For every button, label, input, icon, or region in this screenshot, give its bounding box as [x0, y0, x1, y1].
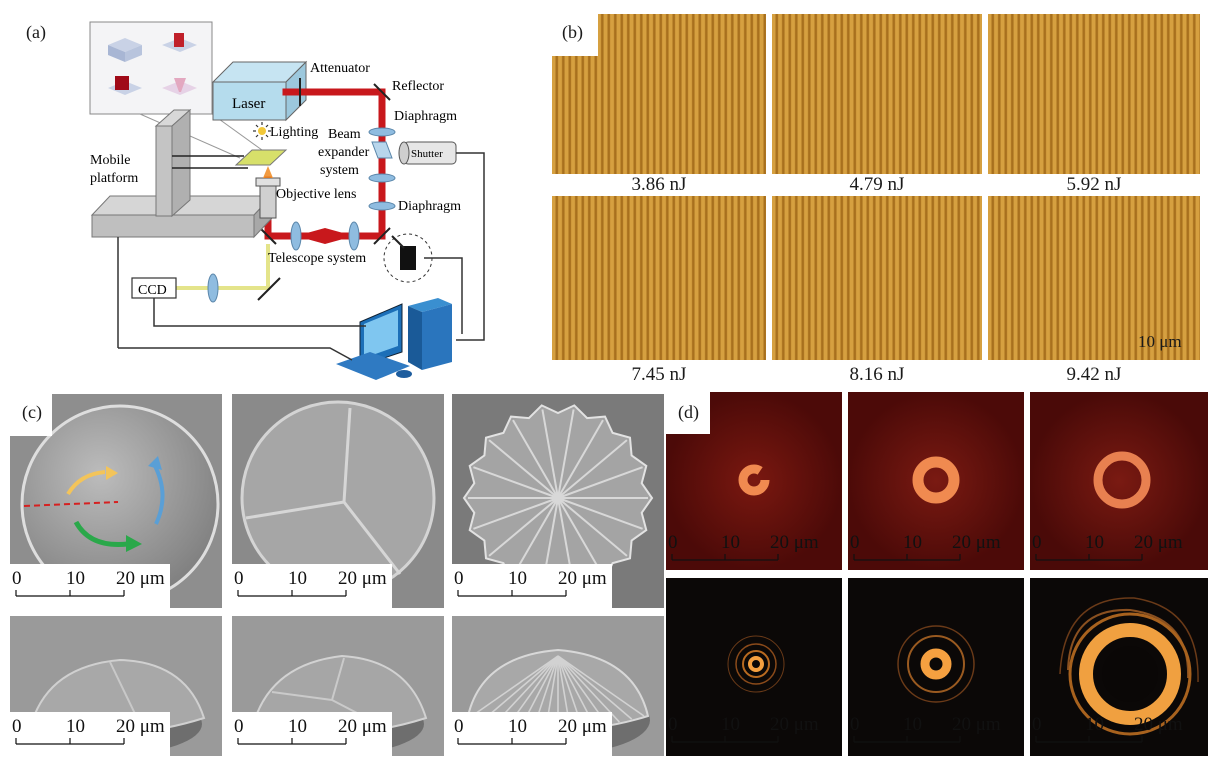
ring-scale-tick-6-2: 20 μm	[1134, 714, 1183, 735]
ring-scale-tick-3-1: 10	[1085, 532, 1104, 553]
sem-scale-bar-2: 0 10 20 μm	[234, 568, 387, 597]
sem-scale-tick-4-0: 0	[12, 716, 22, 737]
sem-scale-tick-3-2: 20 μm	[558, 568, 607, 589]
mobile-platform-label-1: Mobile	[90, 153, 130, 168]
sem-top-2	[232, 394, 444, 608]
panel-a-label: (a)	[26, 22, 46, 42]
ring-scale-bar-4: 0 10 20 μm	[668, 714, 819, 743]
beam-expander-label-2: expander	[318, 145, 370, 160]
sem-scale-bar-3: 0 10 20 μm	[454, 568, 607, 597]
ring-scale-tick-2-1: 10	[903, 532, 922, 553]
sem-scale-tick-1-0: 0	[12, 568, 22, 589]
sem-scale-tick-5-0: 0	[234, 716, 244, 737]
energy-label-3: 5.92 nJ	[1066, 174, 1122, 195]
objective-lens	[255, 166, 281, 219]
panel-d-label: (d)	[678, 402, 699, 422]
lighting-sun-icon	[253, 122, 271, 140]
sem-scale-tick-6-0: 0	[454, 716, 464, 737]
lighting-label: Lighting	[270, 125, 318, 140]
mobile-platform	[90, 108, 274, 348]
ring-scale-tick-4-0: 0	[668, 714, 678, 735]
energy-label-1: 3.86 nJ	[631, 174, 687, 195]
cables	[118, 152, 485, 361]
sem-scale-tick-1-2: 20 μm	[116, 568, 165, 589]
ring-scale-tick-2-0: 0	[850, 532, 860, 553]
computer-icon	[336, 298, 452, 380]
grating-image-2	[772, 14, 982, 174]
sem-scale-tick-2-2: 20 μm	[338, 568, 387, 589]
sem-scale-tick-1-1: 10	[66, 568, 85, 589]
sem-scale-bar-6: 0 10 20 μm	[454, 716, 607, 745]
sem-scale-bar-4: 0 10 20 μm	[12, 716, 165, 745]
energy-label-6: 9.42 nJ	[1066, 364, 1122, 385]
ring-bottom-1	[666, 578, 842, 756]
energy-label-5: 8.16 nJ	[849, 364, 905, 385]
ring-scale-tick-5-0: 0	[850, 714, 860, 735]
grating-image-4	[552, 196, 766, 360]
ring-scale-bar-3: 0 10 20 μm	[1032, 532, 1183, 561]
ring-scale-bar-5: 0 10 20 μm	[850, 714, 1001, 743]
sem-scale-tick-4-1: 10	[66, 716, 85, 737]
reflector-label: Reflector	[392, 79, 444, 94]
panel-c-label: (c)	[22, 402, 42, 422]
objective-lens-label: Objective lens	[276, 187, 356, 202]
beam-expander-label-1: Beam	[328, 127, 361, 142]
ring-scale-tick-2-2: 20 μm	[952, 532, 1001, 553]
ring-scale-tick-1-1: 10	[721, 532, 740, 553]
grating-image-6	[988, 196, 1200, 360]
diaphragm-bottom-label: Diaphragm	[398, 199, 461, 214]
sem-scale-tick-4-2: 20 μm	[116, 716, 165, 737]
sem-scale-tick-2-1: 10	[288, 568, 307, 589]
sem-scale-bar-5: 0 10 20 μm	[234, 716, 387, 745]
sem-scale-tick-5-1: 10	[288, 716, 307, 737]
diaphragm-top-label: Diaphragm	[394, 109, 457, 124]
ring-scale-bar-1: 0 10 20 μm	[668, 532, 819, 561]
attenuator-label: Attenuator	[310, 61, 370, 76]
ring-scale-bar-2: 0 10 20 μm	[850, 532, 1001, 561]
sem-scale-bar-1: 0 10 20 μm	[12, 568, 165, 597]
ring-bottom-2	[848, 578, 1024, 756]
energy-label-2: 4.79 nJ	[849, 174, 905, 195]
ring-scale-bar-6: 0 10 20 μm	[1032, 714, 1183, 743]
ring-scale-tick-4-1: 10	[721, 714, 740, 735]
shutter-label: Shutter	[411, 148, 443, 160]
ring-scale-tick-6-0: 0	[1032, 714, 1042, 735]
ring-scale-tick-5-1: 10	[903, 714, 922, 735]
ring-bottom-3	[1030, 578, 1208, 756]
telescope-label: Telescope system	[268, 251, 366, 266]
ring-scale-tick-3-2: 20 μm	[1134, 532, 1183, 553]
grating-image-3	[988, 14, 1200, 174]
sem-scale-tick-6-2: 20 μm	[558, 716, 607, 737]
ring-scale-tick-1-0: 0	[668, 532, 678, 553]
sem-scale-tick-3-0: 0	[454, 568, 464, 589]
ccd-label: CCD	[138, 283, 167, 298]
grating-image-5	[772, 196, 982, 360]
ring-top-2	[848, 392, 1024, 570]
panel-b-label: (b)	[562, 22, 583, 42]
laser-label: Laser	[232, 96, 265, 112]
ring-scale-tick-1-2: 20 μm	[770, 532, 819, 553]
beam-expander-label-3: system	[320, 163, 359, 178]
ring-scale-tick-6-1: 10	[1085, 714, 1104, 735]
sem-scale-tick-6-1: 10	[508, 716, 527, 737]
ring-scale-tick-4-2: 20 μm	[770, 714, 819, 735]
setup-schematic: Laser Shutter	[89, 21, 485, 380]
mobile-platform-label-2: platform	[90, 171, 138, 186]
energy-label-4: 7.45 nJ	[631, 364, 687, 385]
sem-scale-tick-5-2: 20 μm	[338, 716, 387, 737]
inset-icons	[89, 21, 213, 115]
ring-scale-tick-5-2: 20 μm	[952, 714, 1001, 735]
ring-top-3	[1030, 392, 1208, 570]
grating-scale-bar-label: 10 μm	[1138, 332, 1182, 351]
ring-scale-tick-3-0: 0	[1032, 532, 1042, 553]
sem-scale-tick-3-1: 10	[508, 568, 527, 589]
sem-scale-tick-2-0: 0	[234, 568, 244, 589]
